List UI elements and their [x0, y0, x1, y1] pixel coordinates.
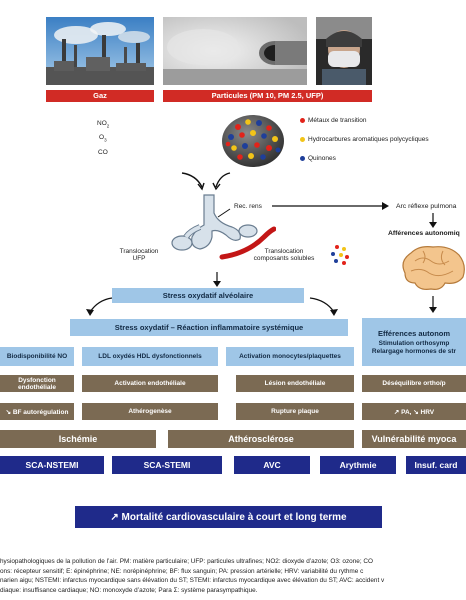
particles-label: Particules (PM 10, PM 2.5, UFP) — [163, 90, 372, 102]
stress-systemique-box: Stress oxydatif – Réaction inflammatoire… — [70, 319, 348, 336]
vulnerabilite-box: Vulnérabilité myoca — [362, 430, 466, 448]
biodisponibilite-no-box: Biodisponibilité NO — [0, 347, 74, 366]
component-quinones: Quinones — [300, 155, 336, 162]
translocation-ufp-label: Translocation UFP — [119, 248, 159, 263]
component-metals: Métaux de transition — [300, 117, 367, 124]
down-arrow-efferences-icon — [429, 296, 437, 313]
down-arrow-stress-icon — [213, 272, 221, 287]
caption-line-2: ons: récepteur sensitif; E: épinéphrine;… — [0, 567, 364, 575]
bronchi-diagram-icon — [171, 172, 276, 260]
reflex-arc-label: Arc réflexe pulmona — [396, 203, 457, 210]
lesion-endotheliale-box: Lésion endothéliale — [236, 375, 354, 392]
pa-hrv-box: ↗ PA, ↘ HRV — [362, 403, 466, 420]
gas-o3: O3 — [99, 134, 107, 143]
gas-co: CO — [98, 149, 108, 156]
outcome-avc: AVC — [234, 456, 310, 474]
gas-no2: NO2 — [97, 120, 110, 129]
efferences-title: Efférences autonom — [377, 328, 451, 338]
exhaust-photo — [163, 17, 307, 85]
outcome-sca-nstemi: SCA-NSTEMI — [0, 456, 104, 474]
caption-line-3: narien aigu; NSTEMI: infarctus myocardiq… — [0, 577, 385, 585]
gas-label: Gaz — [46, 90, 154, 102]
diverging-arrows-icon — [86, 297, 338, 316]
component-hap: Hydrocarbures aromatiques polycycliques — [300, 136, 429, 143]
atherogenese-box: Athérogenèse — [82, 403, 218, 420]
caption-line-4: diaque: insuffisance cardiaque; NO: mono… — [0, 586, 258, 594]
reflex-arrow-icon — [272, 202, 389, 210]
mortality-box: ↗ Mortalité cardiovasculaire à court et … — [75, 506, 382, 528]
particle-sphere-icon — [222, 115, 284, 167]
mask-person-photo — [316, 17, 372, 85]
atherosclerose-box: Athérosclérose — [168, 430, 354, 448]
ischemie-box: Ischémie — [0, 430, 156, 448]
brain-icon — [402, 246, 465, 290]
outcome-arythmie: Arythmie — [320, 456, 396, 474]
rec-rens-label: Rec. rens — [234, 203, 262, 210]
caption-line-1: hysiopathologiques de la pollution de l’… — [0, 558, 373, 565]
factory-photo — [46, 17, 154, 85]
translocation-soluble-label: Translocation composants solubles — [253, 248, 315, 263]
soluble-components-icon — [331, 245, 349, 265]
ldl-hdl-box: LDL oxydés HDL dysfonctionnels — [82, 347, 218, 366]
efferences-box: Efférences autonom Stimulation orthosymp… — [362, 318, 466, 366]
activation-monocytes-box: Activation monocytes/plaquettes — [226, 347, 354, 366]
efferences-line2: Relargage hormones de str — [371, 347, 457, 355]
dysfonction-endotheliale-box: Dysfonction endothéliale — [0, 375, 74, 392]
bf-autoregulation-box: ↘ BF autorégulation — [0, 403, 74, 420]
outcome-sca-stemi: SCA-STEMI — [112, 456, 222, 474]
yellow-dot-icon — [300, 136, 305, 142]
activation-endotheliale-box: Activation endothéliale — [82, 375, 218, 392]
desequilibre-box: Déséquilibre ortho/p — [362, 375, 466, 392]
figure-caption: hysiopathologiques de la pollution de l’… — [0, 557, 466, 595]
down-arrow-afferences-icon — [429, 213, 437, 228]
stress-alveolaire-box: Stress oxydatif alvéolaire — [112, 288, 304, 303]
efferences-line1: Stimulation orthosymp — [378, 339, 450, 347]
blue-dot-icon — [300, 155, 305, 161]
afferences-label: Afférences autonomiq — [388, 230, 460, 237]
rupture-plaque-box: Rupture plaque — [236, 403, 354, 420]
outcome-insuf-card: Insuf. card — [406, 456, 466, 474]
red-dot-icon — [300, 117, 305, 123]
